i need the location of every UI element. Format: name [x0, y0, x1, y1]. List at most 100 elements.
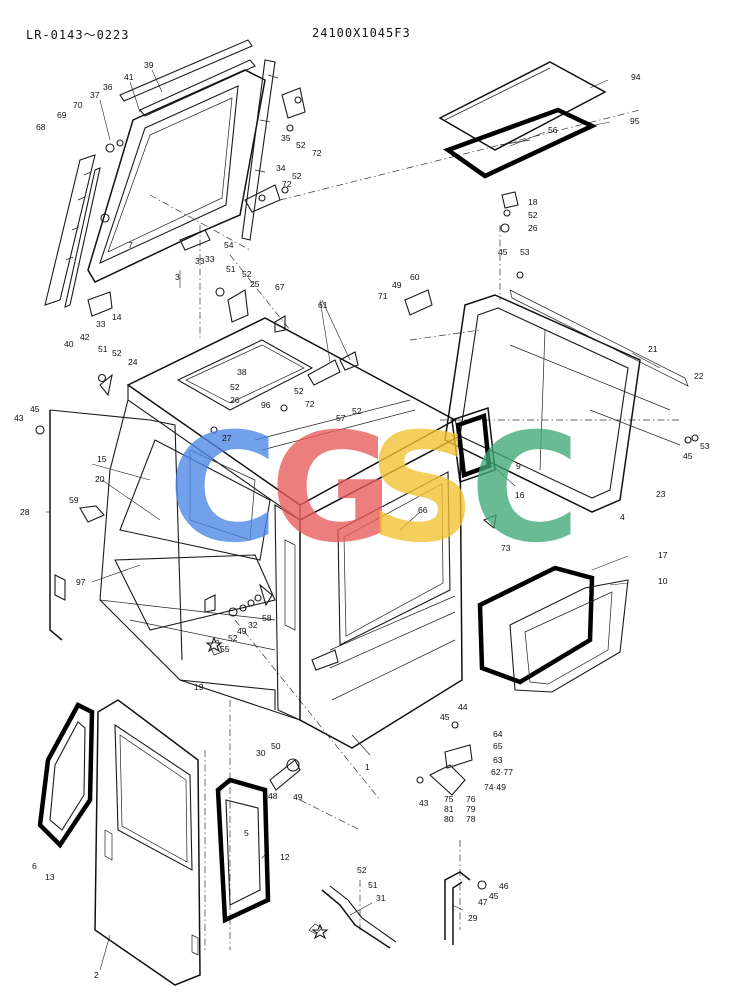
callout-45: 45: [30, 404, 40, 414]
callout-13: 13: [45, 872, 55, 882]
trim-strip: [321, 885, 397, 949]
pivot-bolt: [269, 758, 301, 791]
callout-52: 52: [296, 140, 306, 150]
callout-51: 51: [226, 264, 236, 274]
callout-60: 60: [410, 272, 420, 282]
callout-72: 72: [312, 148, 322, 158]
callout-72: 72: [305, 399, 315, 409]
callout-63: 63: [493, 755, 503, 765]
callout-1: 1: [365, 762, 370, 772]
callout-38: 38: [237, 367, 247, 377]
callout-52: 52: [352, 406, 362, 416]
callout-79: 79: [466, 804, 476, 814]
callout-56: 56: [548, 125, 558, 135]
callout-31: 31: [376, 893, 386, 903]
callout-29: 29: [468, 913, 478, 923]
callout-35: 35: [281, 133, 291, 143]
upper-sash-group: [44, 39, 279, 317]
callout-78: 78: [466, 814, 476, 824]
callout-numbers: 3941373670696835527234527254333714334042…: [14, 60, 710, 980]
callout-69: 69: [57, 110, 67, 120]
callout-59: 59: [69, 495, 79, 505]
callout-3: 3: [175, 272, 180, 282]
callout-26: 26: [528, 223, 538, 233]
star-icon: [311, 923, 329, 940]
callout-45: 45: [683, 451, 693, 461]
callout-52: 52: [528, 210, 538, 220]
callout-54: 54: [224, 240, 234, 250]
callout-48: 48: [268, 791, 278, 801]
callout-47: 47: [478, 897, 488, 907]
star-icon: [205, 636, 223, 653]
callout-20: 20: [95, 474, 105, 484]
callout-80: 80: [444, 814, 454, 824]
callout-33: 33: [195, 256, 205, 266]
hinge-brackets: [227, 87, 306, 323]
callout-18: 18: [528, 197, 538, 207]
callout-97: 97: [76, 577, 86, 587]
callout-6: 6: [32, 861, 37, 871]
callout-73: 73: [501, 543, 511, 553]
callout-23: 23: [656, 489, 666, 499]
part-code-label: 24100X1045F3: [312, 26, 411, 40]
callout-53: 53: [520, 247, 530, 257]
callout-52: 52: [112, 348, 122, 358]
door-assembly: [37, 699, 271, 986]
callout-58: 58: [262, 613, 272, 623]
callout-74-49: 74·49: [484, 782, 506, 792]
callout-55: 55: [220, 644, 230, 654]
callout-96: 96: [261, 400, 271, 410]
callout-49: 49: [237, 626, 247, 636]
callout-64: 64: [493, 729, 503, 739]
callout-53: 53: [700, 441, 710, 451]
callout-9: 9: [516, 461, 521, 471]
callout-17: 17: [658, 550, 668, 560]
callout-43: 43: [419, 798, 429, 808]
callout-52: 52: [294, 386, 304, 396]
leader-lines: [46, 69, 661, 971]
serial-range-label: LR-0143～0223: [26, 28, 130, 42]
callout-10: 10: [658, 576, 668, 586]
callout-76: 76: [466, 794, 476, 804]
callout-36: 36: [103, 82, 113, 92]
callout-71: 71: [378, 291, 388, 301]
callout-14: 14: [112, 312, 122, 322]
callout-51: 51: [368, 880, 378, 890]
callout-51: 51: [98, 344, 108, 354]
callout-75: 75: [444, 794, 454, 804]
callout-19: 19: [194, 682, 204, 692]
callout-45: 45: [498, 247, 508, 257]
grab-handle: [444, 871, 487, 945]
callout-57: 57: [336, 413, 346, 423]
callout-28: 28: [20, 507, 30, 517]
callout-43: 43: [14, 413, 24, 423]
callout-16: 16: [515, 490, 525, 500]
callout-72: 72: [282, 179, 292, 189]
watermark-letter: S: [368, 402, 476, 576]
callout-46: 46: [499, 881, 509, 891]
stay-rod: [35, 409, 151, 641]
latch-assembly: [416, 721, 473, 796]
callout-33: 33: [96, 319, 106, 329]
callout-45: 45: [489, 891, 499, 901]
callout-40: 40: [64, 339, 74, 349]
callout-52: 52: [357, 865, 367, 875]
callout-81: 81: [444, 804, 454, 814]
callout-37: 37: [90, 90, 100, 100]
fasteners: [79, 124, 699, 935]
callout-52: 52: [242, 269, 252, 279]
callout-52: 52: [230, 382, 240, 392]
watermark-letter: G: [270, 402, 393, 576]
callout-33: 33: [205, 254, 215, 264]
callout-5: 5: [244, 828, 249, 838]
callout-7: 7: [128, 240, 133, 250]
roof-hatch: [438, 61, 607, 179]
callout-62-77: 62·77: [491, 767, 513, 777]
callout-39: 39: [144, 60, 154, 70]
lower-right-window: [477, 565, 629, 693]
callout-66: 66: [418, 505, 428, 515]
callout-50: 50: [271, 741, 281, 751]
callout-32: 32: [248, 620, 258, 630]
